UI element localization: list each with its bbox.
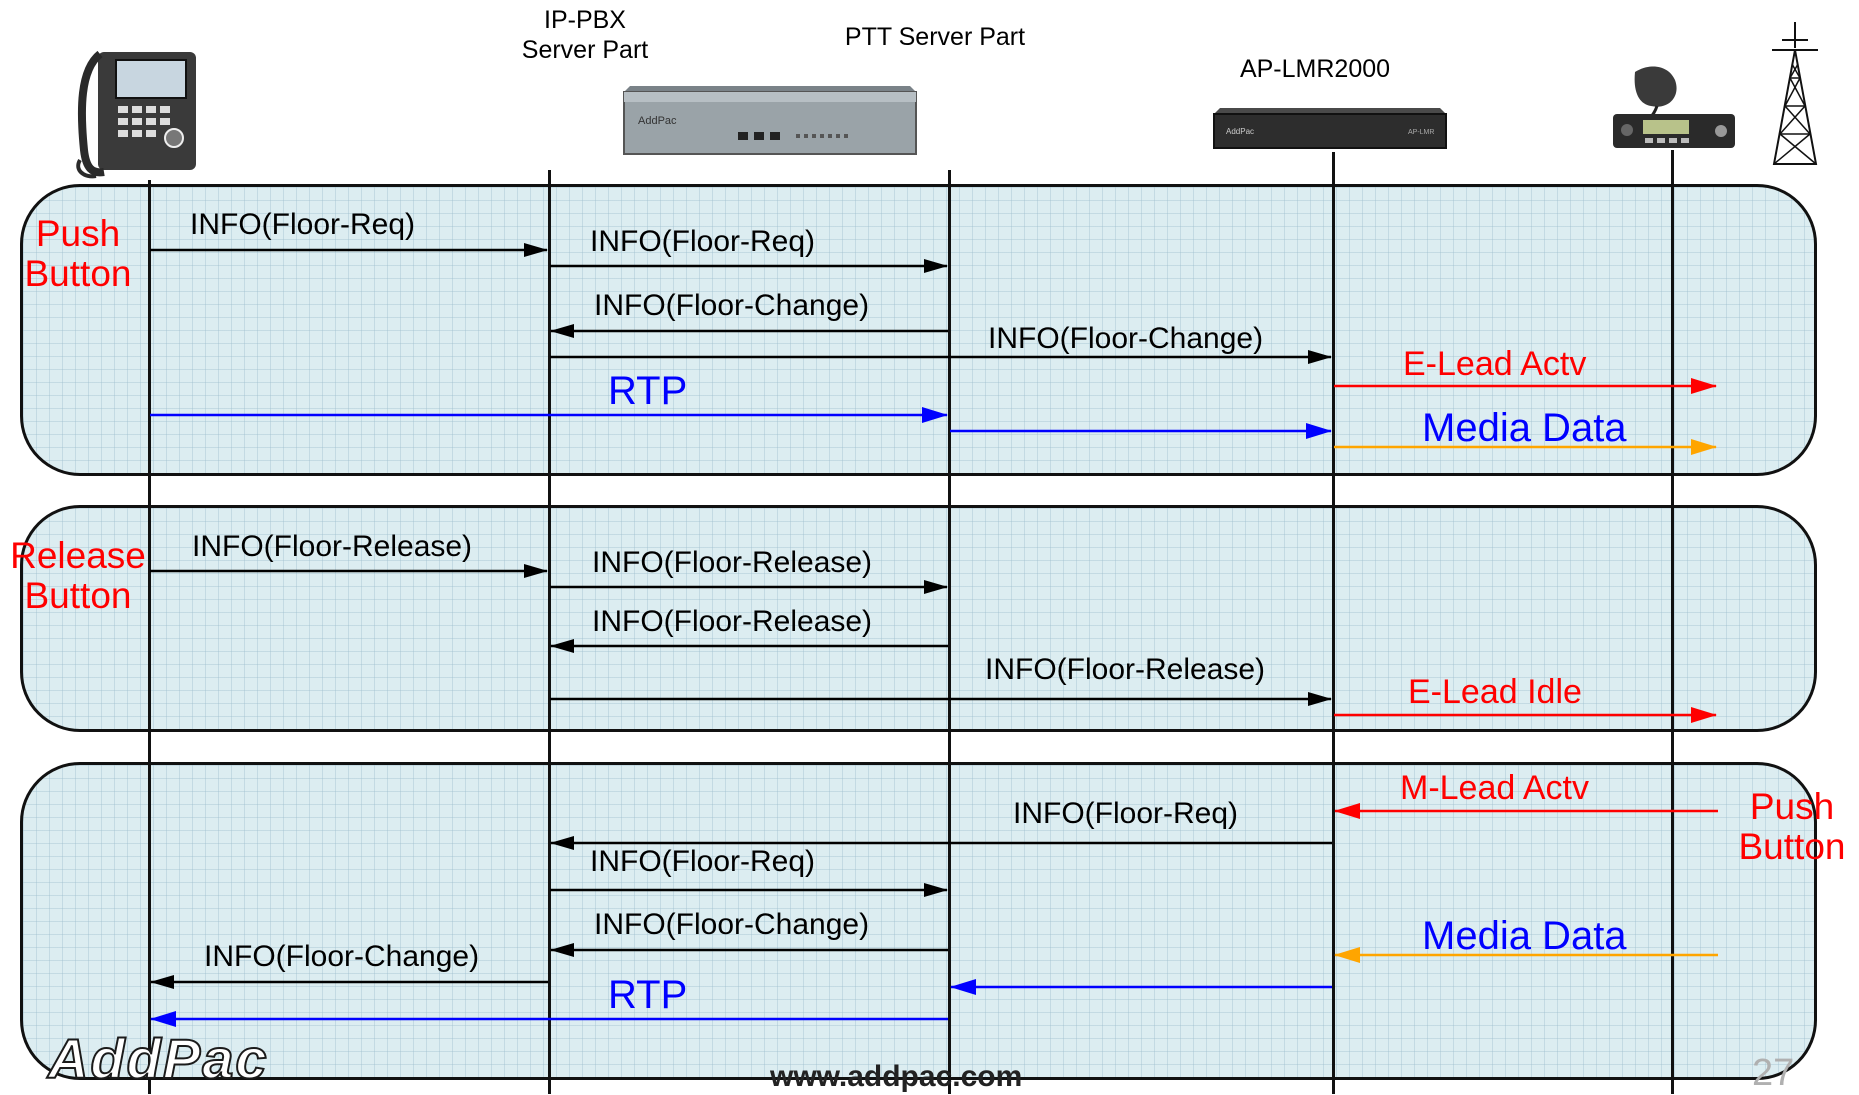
push-msg-media: Media Data: [1422, 406, 1627, 450]
push-msg-5: E-Lead Actv: [1403, 345, 1587, 383]
lifeline-radio: [1671, 150, 1674, 1094]
svg-text:AddPac: AddPac: [1226, 127, 1254, 136]
lifeline-phone: [148, 180, 151, 1094]
radio-push-panel: [20, 762, 1817, 1080]
push-button-label: Push Button: [24, 213, 132, 294]
lifeline-ippbx: [548, 170, 551, 1094]
release-msg-5: E-Lead Idle: [1408, 673, 1582, 711]
radio-msg-1: M-Lead Actv: [1400, 769, 1589, 807]
ippbx-header: IP-PBX Server Part: [521, 6, 649, 64]
aplmr-header: AP-LMR2000: [1239, 55, 1391, 83]
ptt-header: PTT Server Part: [844, 23, 1026, 51]
release-msg-2: INFO(Floor-Release): [592, 546, 873, 579]
release-msg-4: INFO(Floor-Release): [985, 653, 1266, 686]
aplmr-gateway-icon: AddPac AP-LMR: [1213, 108, 1447, 149]
radio-push-button-label: Push Button: [1738, 786, 1846, 867]
release-msg-1: INFO(Floor-Release): [192, 530, 473, 563]
lifeline-ptt: [948, 170, 951, 1094]
addpac-logo: AddPac: [47, 1026, 269, 1091]
push-msg-2: INFO(Floor-Req): [590, 225, 816, 258]
svg-text:AP-LMR: AP-LMR: [1408, 129, 1434, 136]
ip-phone-icon: [76, 50, 196, 179]
push-msg-3: INFO(Floor-Change): [594, 289, 870, 322]
push-msg-rtp: RTP: [608, 369, 688, 413]
release-button-panel: [20, 505, 1817, 732]
release-button-label: Release Button: [10, 535, 146, 616]
radio-msg-3: INFO(Floor-Req): [590, 845, 816, 878]
svg-text:AddPac: AddPac: [638, 115, 677, 127]
radio-msg-rtp: RTP: [608, 973, 688, 1017]
radio-msg-6: INFO(Floor-Change): [204, 940, 480, 973]
release-msg-3: INFO(Floor-Release): [592, 605, 873, 638]
mobile-radio-icon: [1613, 66, 1735, 148]
ippbx-server-icon: AddPac: [623, 86, 917, 155]
page-number: 27: [1752, 1052, 1795, 1094]
radio-msg-2: INFO(Floor-Req): [1013, 797, 1239, 830]
lifeline-aplmr: [1332, 152, 1335, 1094]
push-msg-1: INFO(Floor-Req): [190, 208, 416, 241]
radio-msg-media: Media Data: [1422, 914, 1627, 958]
radio-msg-4: INFO(Floor-Change): [594, 908, 870, 941]
antenna-tower-icon: [1772, 22, 1818, 165]
footer-url: www.addpac.com: [770, 1060, 1023, 1093]
push-msg-4: INFO(Floor-Change): [988, 322, 1264, 355]
